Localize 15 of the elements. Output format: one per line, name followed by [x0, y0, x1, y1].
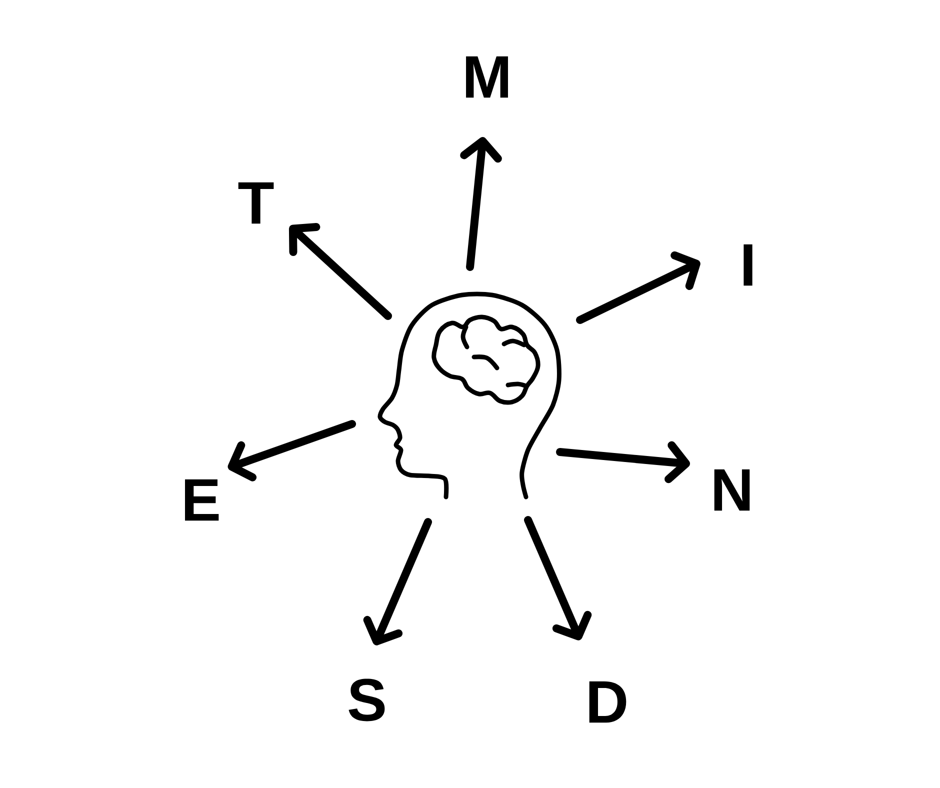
letter-label: I: [744, 244, 752, 286]
arrow: [288, 223, 392, 320]
arrow: [228, 420, 356, 482]
arrow: [576, 251, 700, 324]
arrow: [556, 441, 690, 484]
arrow: [460, 136, 502, 271]
letter-label: M: [466, 56, 508, 98]
letter-label: E: [185, 479, 219, 521]
letter-label: T: [238, 182, 274, 224]
letter-label: S: [348, 678, 385, 722]
head-drawing: [378, 292, 562, 500]
letter-label: N: [714, 469, 750, 511]
letter-label: D: [589, 681, 626, 723]
arrow: [363, 518, 432, 646]
arrow: [524, 516, 592, 640]
